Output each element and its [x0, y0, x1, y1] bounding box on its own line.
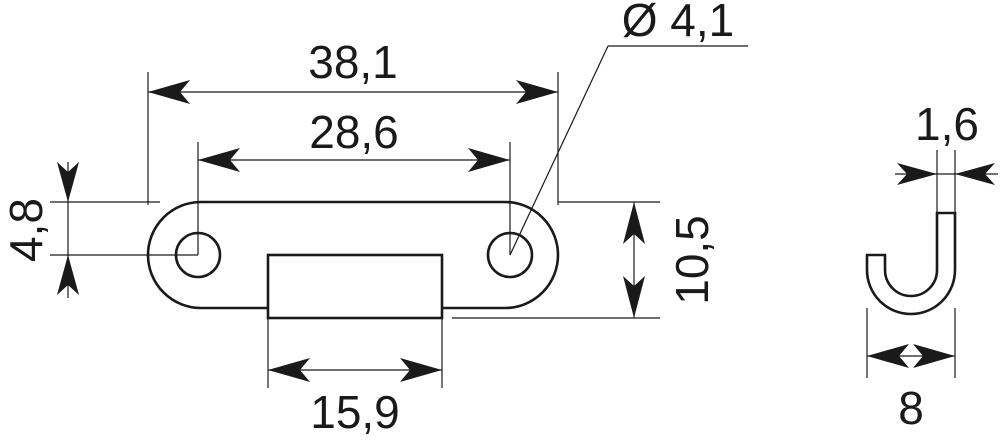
dimension-hole-diameter: Ø 4,1 [509, 0, 748, 256]
hook-profile [865, 211, 957, 316]
dimension-tab-width: 15,9 [268, 358, 442, 438]
dimension-hook-thickness: 1,6 [895, 98, 998, 213]
hook-width-label: 8 [898, 382, 924, 434]
dimension-total-height: 10,5 [623, 202, 718, 318]
dimension-hook-width: 8 [866, 308, 956, 434]
plate-width-label: 4,8 [0, 198, 52, 262]
total-height-label: 10,5 [666, 215, 718, 305]
dimension-plate-width: 4,8 [0, 162, 79, 298]
hook-thickness-label: 1,6 [915, 98, 979, 150]
tab-width-label: 15,9 [310, 386, 400, 438]
tab-outline [266, 253, 444, 320]
hole-spacing-label: 28,6 [309, 106, 399, 158]
extension-lines [50, 72, 660, 388]
overall-length-label: 38,1 [308, 36, 398, 88]
dimension-overall-length: 38,1 [148, 36, 558, 104]
strike-plate-front-view [146, 200, 560, 320]
dimension-hole-spacing: 28,6 [198, 106, 510, 172]
hook-side-view [865, 211, 957, 316]
hole-diameter-label: Ø 4,1 [622, 0, 735, 46]
